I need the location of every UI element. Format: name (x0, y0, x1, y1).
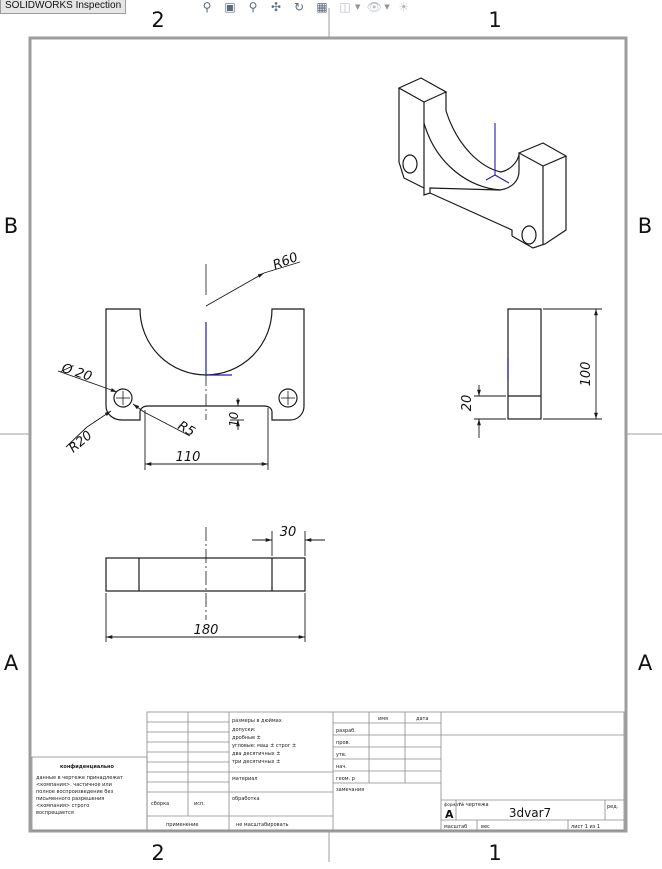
tb-role-1: пров. (336, 740, 350, 746)
view-orientation-icon[interactable]: ▦ (316, 0, 328, 14)
tb-name-col: имя (378, 716, 388, 722)
tb-role-5: замечания (336, 787, 364, 793)
tb-tolerance-5: три десятичных ± (232, 759, 280, 765)
isometric-triad (485, 123, 510, 184)
tb-confidential-line-5: воспрещается (36, 810, 74, 816)
dim-r60: R60 (271, 250, 300, 273)
dim-20: 20 (460, 395, 475, 412)
tb-weight-label: вес (481, 824, 490, 830)
tb-size-value: A (445, 808, 454, 821)
front-view-centerlines (116, 264, 295, 420)
zone-label-top-right: 1 (488, 8, 501, 32)
dim-dia20: Ø 20 (59, 361, 94, 385)
lighting-icon[interactable]: ☀ (398, 0, 410, 14)
hide-show-caret-icon[interactable]: ▼ (384, 3, 390, 11)
tb-tolerance-0: размеры в дюймах (232, 717, 282, 724)
tb-confidential-line-4: <компания> строго (36, 803, 89, 809)
drawing-border (28, 36, 628, 833)
tb-finish-label: обработка (232, 796, 260, 802)
front-view-triad (205, 322, 232, 376)
title-block-grid (31, 711, 625, 831)
tb-assy-label: сборка (151, 801, 169, 807)
tb-confidential-line-2: полное воспроизведение без (36, 789, 114, 795)
tb-confidential-line-3: письменного разрешения (36, 796, 104, 802)
top-view (105, 557, 306, 592)
zoom-to-fit-icon[interactable]: ⚲ (202, 0, 212, 14)
tb-tolerance-1: допуски: (232, 727, 256, 733)
tb-drawing-no-label: № чертежа (459, 802, 489, 808)
dim-110: 110 (176, 450, 201, 465)
tb-used-label: исп. (194, 801, 205, 807)
tb-material-label: материал (232, 776, 258, 782)
isometric-view (397, 77, 568, 249)
tb-role-3: нач. (336, 764, 347, 770)
dim-r5: R5 (175, 418, 197, 440)
tb-date-col: дата (416, 716, 429, 722)
dim-100: 100 (579, 362, 594, 387)
tb-confidential-line-0: данные в чертеже принадлежат (36, 775, 123, 781)
dim-10: 10 (227, 411, 241, 427)
tb-part-name: 3dvar7 (509, 806, 551, 820)
tb-role-4: геом. р (336, 776, 355, 782)
zone-label-top-left: 2 (151, 8, 164, 32)
tb-application-label: применение (166, 822, 198, 828)
display-style-caret-icon[interactable]: ▼ (355, 3, 361, 11)
side-view-dimensions (474, 308, 602, 438)
tb-tolerance-4: два десятичных ± (232, 751, 280, 757)
front-view (105, 308, 305, 421)
zone-label-bottom-right: 1 (488, 841, 501, 865)
zoom-area-icon[interactable]: ▣ (224, 0, 236, 14)
zoom-icon[interactable]: ⚲ (248, 0, 258, 14)
dim-30: 30 (280, 525, 297, 540)
pan-icon[interactable]: ✣ (270, 0, 282, 14)
hide-show-icon[interactable]: 👁 (366, 0, 382, 14)
zone-label-bottom-left: 2 (151, 841, 164, 865)
tb-role-2: утв. (336, 752, 347, 758)
app-title: SOLIDWORKS Inspection (0, 0, 127, 14)
side-view (507, 308, 542, 420)
zone-label-right-a: A (638, 651, 653, 675)
tb-confidential-title: конфиденциально (60, 763, 114, 770)
tb-no-scale-label: не масштабировать (236, 822, 289, 828)
dim-r20: R20 (66, 428, 95, 456)
tb-rev-label: ред. (607, 804, 619, 810)
dim-180: 180 (194, 623, 219, 638)
rotate-icon[interactable]: ↻ (293, 0, 305, 14)
zone-label-left-a: A (4, 651, 19, 675)
tb-role-0: разраб. (336, 728, 356, 734)
zone-label-right-b: B (638, 214, 652, 238)
zone-lines (0, 8, 662, 862)
zone-label-left-b: B (4, 214, 18, 238)
front-view-dimensions (57, 261, 301, 470)
top-view-dimensions (105, 531, 325, 642)
tb-tolerance-3: угловые: маш ± строг ± (232, 743, 296, 749)
display-style-icon[interactable]: ◫ (339, 0, 351, 14)
view-toolbar: ⚲ ▣ ⚲ ✣ ↻ ▦ ◫▼ 👁▼ ☀ (198, 0, 413, 14)
tb-confidential-line-1: <компания>. частичное или (36, 782, 112, 788)
tb-size-label: формат (444, 802, 461, 807)
tb-scale-label: масштаб (444, 824, 467, 830)
tb-tolerance-2: дробные ± (232, 735, 261, 741)
tb-sheet-label: лист 1 из 1 (571, 824, 600, 830)
